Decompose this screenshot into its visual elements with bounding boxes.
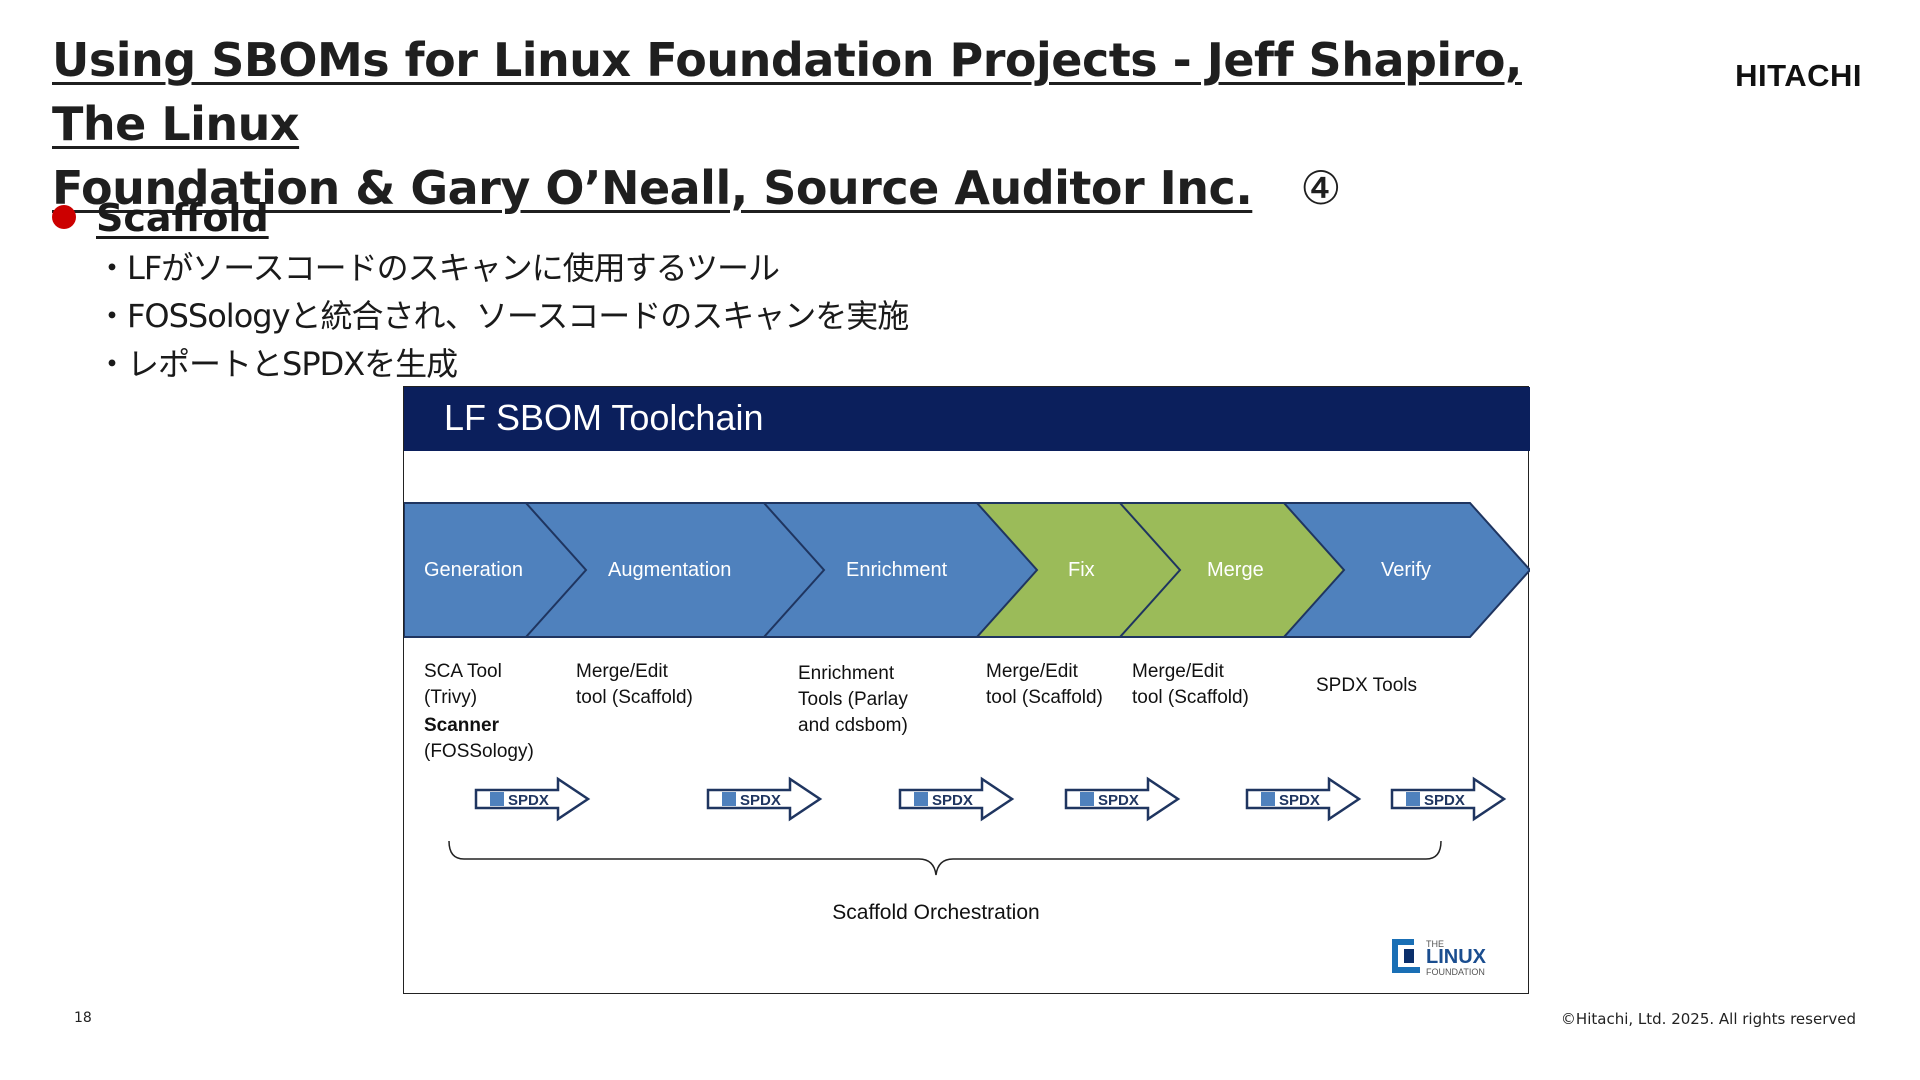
spdx-arrow-outline [1064, 776, 1181, 822]
spdx-logo-icon [1406, 792, 1420, 806]
stage-tool-text: SPDX Tools [1316, 675, 1417, 696]
stage-tool-text: Merge/Edit [1132, 661, 1225, 682]
stage-tool-text: and cdsbom) [798, 715, 908, 736]
spdx-arrow-outline [474, 776, 591, 822]
copyright: ©Hitachi, Ltd. 2025. All rights reserved [1560, 1010, 1856, 1028]
spdx-logo-icon [490, 792, 504, 806]
diagram-title: LF SBOM Toolchain [444, 397, 763, 438]
spdx-label: SPDX [932, 792, 973, 809]
page-number: 18 [74, 1010, 92, 1026]
diagram-header [404, 387, 1530, 451]
spdx-arrow: SPDX [1245, 776, 1362, 822]
title-line-1: Using SBOMs for Linux Foundation Project… [52, 33, 1522, 151]
spdx-logo-icon [1261, 792, 1275, 806]
bullet-item: ・レポートとSPDXを生成 [96, 345, 458, 383]
spdx-logo-icon [914, 792, 928, 806]
spdx-label: SPDX [1098, 792, 1139, 809]
spdx-logo-icon [722, 792, 736, 806]
stage-tool-text: (FOSSology) [424, 741, 534, 762]
spdx-label: SPDX [1424, 792, 1465, 809]
spdx-arrow-outline [1390, 776, 1507, 822]
spdx-arrows: SPDX SPDX SPDX SPDX SPDX SPDX [474, 776, 1507, 822]
stage-tool-text: Merge/Edit [576, 661, 669, 682]
stage-label: Merge [1207, 559, 1264, 581]
spdx-arrow-outline [1245, 776, 1362, 822]
stage-tool-text: SCA Tool [424, 661, 502, 682]
spdx-arrow: SPDX [474, 776, 591, 822]
stage-tool-text: Tools (Parlay [798, 689, 908, 710]
orchestration-brace [448, 840, 1442, 876]
spdx-label: SPDX [508, 792, 549, 809]
stage-tool-text: (Trivy) [424, 687, 477, 708]
stage-tool-text: Enrichment [798, 663, 895, 684]
stage-label: Fix [1068, 559, 1095, 581]
spdx-arrow: SPDX [1064, 776, 1181, 822]
stage-label: Enrichment [846, 559, 948, 581]
spdx-label: SPDX [1279, 792, 1320, 809]
lf-logo-foundation: FOUNDATION [1426, 967, 1485, 977]
lf-bracket-icon [1392, 939, 1420, 973]
stage-tool-text: tool (Scaffold) [576, 687, 693, 708]
stage-tool-text: tool (Scaffold) [986, 687, 1103, 708]
linux-foundation-logo: THE LINUX FOUNDATION [1392, 939, 1487, 977]
slide-title: Using SBOMs for Linux Foundation Project… [52, 28, 1572, 220]
spdx-logo-icon [1080, 792, 1094, 806]
hitachi-logo: HITACHI [1735, 58, 1862, 93]
orchestration-label: Scaffold Orchestration [832, 901, 1039, 924]
toolchain-svg: LF SBOM Toolchain Generation Augmentation… [404, 387, 1530, 977]
stage-tool-text: tool (Scaffold) [1132, 687, 1249, 708]
spdx-arrow: SPDX [1390, 776, 1507, 822]
stage-label: Generation [424, 559, 523, 581]
spdx-arrow: SPDX [898, 776, 1015, 822]
sbom-toolchain-diagram: LF SBOM Toolchain Generation Augmentation… [403, 386, 1530, 994]
bullet-item: ・LFがソースコードのスキャンに使用するツール [96, 249, 780, 287]
stage-tool-text: Merge/Edit [986, 661, 1079, 682]
stage-chevron-verify [1281, 502, 1530, 638]
spdx-arrow-outline [898, 776, 1015, 822]
title-number: ④ [1300, 161, 1342, 215]
bullet-item: ・FOSSologyと統合され、ソースコードのスキャンを実施 [96, 297, 909, 335]
stage-chevrons: Generation Augmentation Enrichment Fix Merge… [404, 502, 1530, 638]
lf-logo-linux: LINUX [1426, 946, 1487, 968]
stage-label: Verify [1381, 559, 1431, 581]
bullet-list: ・LFがソースコードのスキャンに使用するツール ・FOSSologyと統合され、… [96, 244, 909, 388]
spdx-arrow-outline [706, 776, 823, 822]
section-heading-text: Scaffold [96, 196, 269, 240]
title-line-2: Foundation & Gary O’Neall, Source Audito… [52, 161, 1253, 215]
spdx-label: SPDX [740, 792, 781, 809]
section-heading: Scaffold [52, 196, 269, 240]
lf-logo-the: THE [1426, 939, 1444, 949]
stage-tool-bold: Scanner [424, 715, 500, 736]
red-bullet-icon [52, 204, 76, 229]
stage-tools: SCA Tool (Trivy) Scanner (FOSSology) Merge/E… [424, 661, 1417, 762]
lf-square-icon [1404, 949, 1414, 963]
stage-label: Augmentation [608, 559, 731, 581]
spdx-arrow: SPDX [706, 776, 823, 822]
